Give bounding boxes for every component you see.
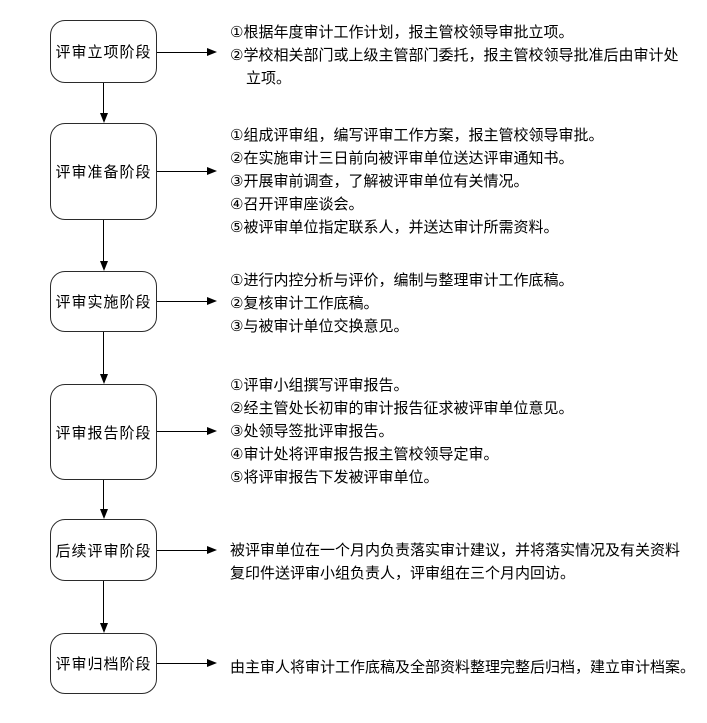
stage-box-initiation: 评审立项阶段 — [50, 20, 157, 83]
detail-line: ①进行内控分析与评价，编制与整理审计工作底稿。 — [230, 271, 574, 289]
stage-details-preparation: ①组成评审组，编写评审工作方案，报主管校领导审批。 ②在实施审计三日前向被评审单… — [230, 124, 700, 239]
detail-line: ④召开评审座谈会。 — [230, 195, 364, 213]
detail-line: ③处领导签批评审报告。 — [230, 422, 394, 440]
arrow-down-icon — [99, 332, 108, 384]
detail-line: ②在实施审计三日前向被评审单位送达评审通知书。 — [230, 149, 574, 167]
detail-line: ③开展审前调查，了解被评审单位有关情况。 — [230, 172, 529, 190]
stage-label-initiation: 评审立项阶段 — [55, 43, 152, 61]
stage-details-report: ①评审小组撰写评审报告。 ②经主管处长初审的审计报告征求被评审单位意见。 ③处领… — [230, 374, 700, 489]
detail-line: ①评审小组撰写评审报告。 — [230, 376, 409, 394]
detail-line: ⑤被评审单位指定联系人，并送达审计所需资料。 — [230, 218, 559, 236]
detail-line: 由主审人将审计工作底稿及全部资料整理完整后归档，建立审计档案。 — [230, 658, 696, 676]
stage-details-archiving: 由主审人将审计工作底稿及全部资料整理完整后归档，建立审计档案。 — [230, 656, 700, 679]
stage-label-report: 评审报告阶段 — [55, 423, 152, 442]
stage-details-implementation: ①进行内控分析与评价，编制与整理审计工作底稿。 ②复核审计工作底稿。 ③与被审计… — [230, 269, 700, 338]
arrow-down-icon — [99, 220, 108, 271]
stage-box-report: 评审报告阶段 — [50, 384, 157, 480]
detail-line: ⑤将评审报告下发被评审单位。 — [230, 468, 439, 486]
stage-box-archiving: 评审归档阶段 — [50, 633, 157, 694]
detail-line: ③与被审计单位交换意见。 — [230, 317, 409, 335]
arrow-down-icon — [99, 581, 108, 633]
arrow-right-icon — [157, 659, 217, 668]
stage-label-implementation: 评审实施阶段 — [55, 293, 152, 311]
arrow-right-icon — [157, 427, 217, 436]
detail-line: ②经主管处长初审的审计报告征求被评审单位意见。 — [230, 399, 574, 417]
detail-line: ②复核审计工作底稿。 — [230, 294, 379, 312]
arrow-right-icon — [157, 546, 217, 555]
detail-line: 被评审单位在一个月内负责落实审计建议，并将落实情况及有关资料 — [230, 541, 681, 559]
detail-line: ②学校相关部门或上级主管部门委托，报主管校领导批准后由审计处 — [230, 46, 679, 64]
stage-box-implementation: 评审实施阶段 — [50, 271, 157, 332]
stage-label-followup: 后续评审阶段 — [55, 541, 152, 560]
detail-line: 复印件送评审小组负责人，评审组在三个月内回访。 — [230, 564, 576, 582]
stage-label-archiving: 评审归档阶段 — [55, 655, 152, 673]
arrow-down-icon — [99, 83, 108, 123]
arrow-right-icon — [157, 297, 217, 306]
stage-box-preparation: 评审准备阶段 — [50, 123, 157, 220]
arrow-right-icon — [157, 167, 217, 176]
stage-details-initiation: ①根据年度审计工作计划，报主管校领导审批立项。 ②学校相关部门或上级主管部门委托… — [230, 21, 700, 90]
arrow-down-icon — [99, 480, 108, 519]
arrow-right-icon — [157, 48, 217, 57]
detail-line: ①根据年度审计工作计划，报主管校领导审批立项。 — [230, 23, 574, 41]
detail-line: 立项。 — [246, 69, 292, 87]
stage-box-followup: 后续评审阶段 — [50, 519, 157, 581]
detail-line: ①组成评审组，编写评审工作方案，报主管校领导审批。 — [230, 126, 604, 144]
stage-label-preparation: 评审准备阶段 — [55, 163, 152, 181]
detail-line: ④审计处将评审报告报主管校领导定审。 — [230, 445, 499, 463]
stage-details-followup: 被评审单位在一个月内负责落实审计建议，并将落实情况及有关资料 复印件送评审小组负… — [230, 539, 700, 585]
